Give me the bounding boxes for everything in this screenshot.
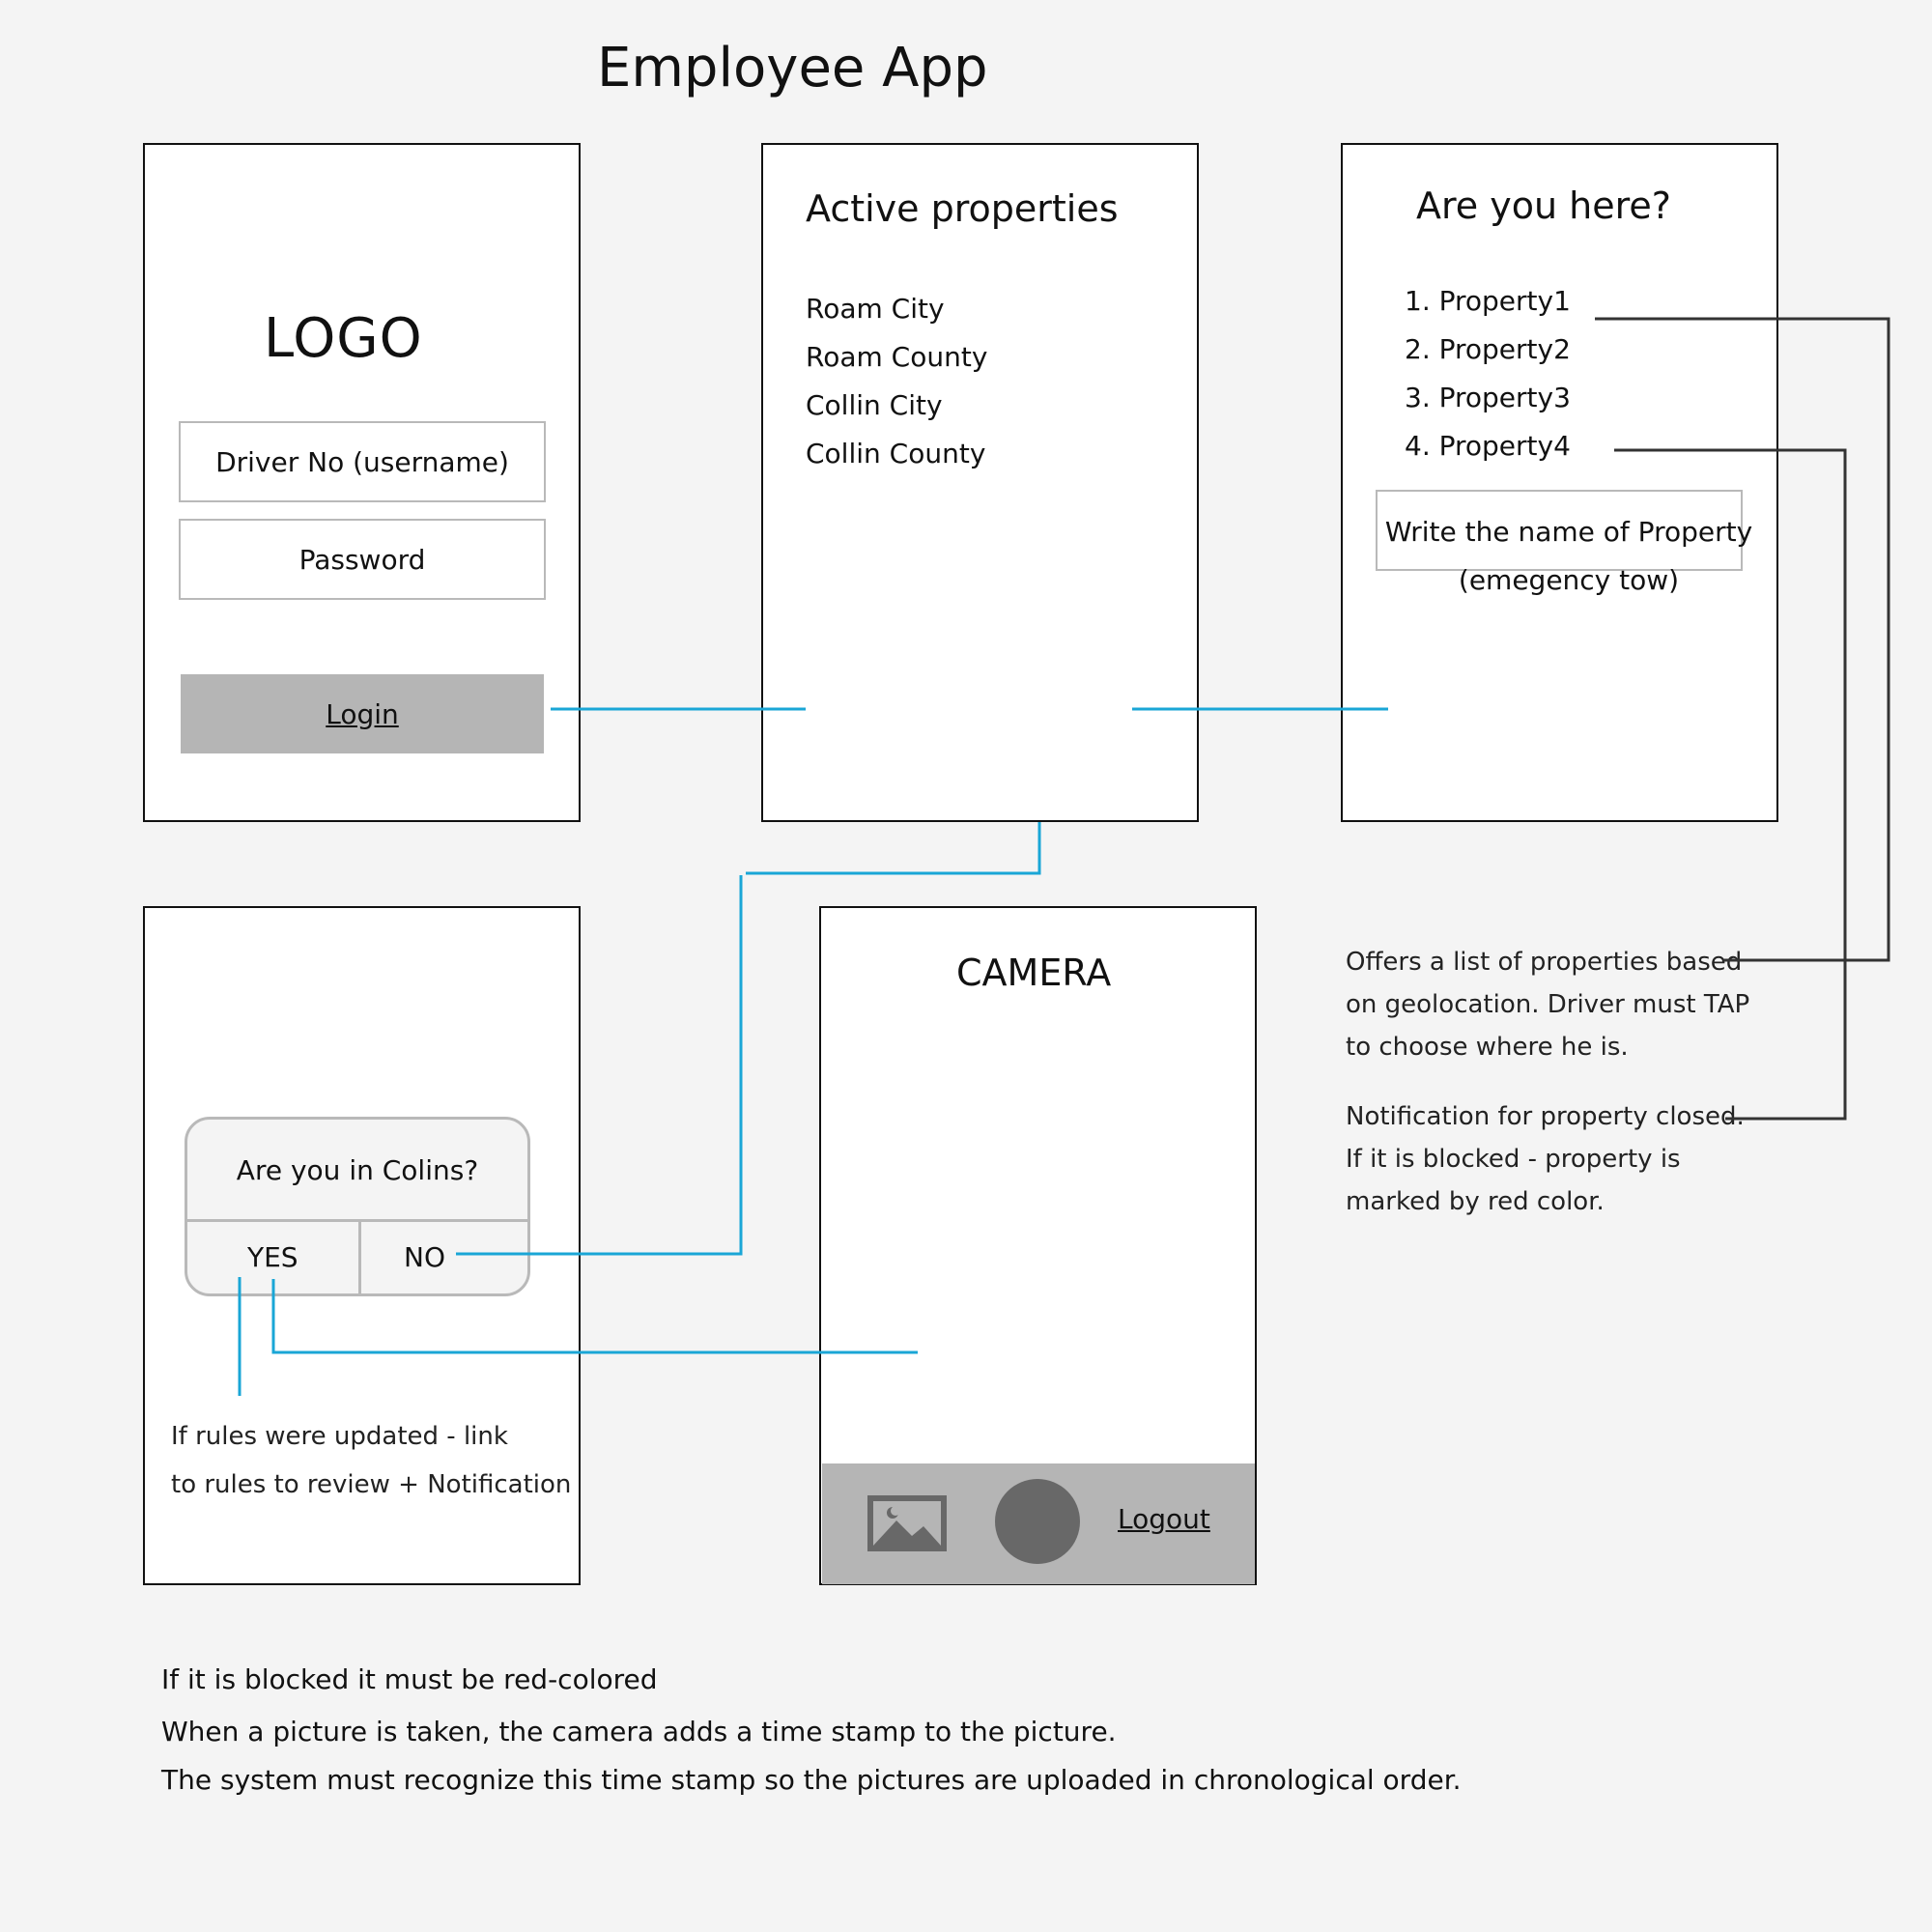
closed-line2: If it is blocked - property is <box>1346 1145 1681 1174</box>
property-closed-annotation: Notification for property closed. If it … <box>1346 1095 1745 1223</box>
yes-button[interactable]: YES <box>247 1241 298 1273</box>
property-name-placeholder: Write the name of Property (emegency tow… <box>1376 508 1762 605</box>
property-list-item[interactable]: Roam City <box>806 293 945 325</box>
dialog-button-divider <box>358 1219 361 1293</box>
shutter-button[interactable] <box>995 1479 1080 1564</box>
dialog-divider <box>187 1219 527 1222</box>
footer-note-timestamp: When a picture is taken, the camera adds… <box>161 1716 1117 1747</box>
logo: LOGO <box>264 307 423 370</box>
properties-to-dialog-connector <box>746 822 1041 875</box>
nearby-property-item[interactable]: 1. Property1 <box>1405 285 1571 317</box>
rules-note-line2: to rules to review + Notification <box>171 1470 572 1499</box>
active-properties-screen <box>761 143 1199 822</box>
active-properties-heading: Active properties <box>806 187 1119 230</box>
rules-note-line1: If rules were updated - link <box>171 1422 508 1451</box>
geolocation-annotation: Offers a list of properties based on geo… <box>1346 941 1749 1068</box>
username-placeholder: Driver No (username) <box>215 445 509 478</box>
geolocation-line3: to choose where he is. <box>1346 1033 1629 1062</box>
camera-heading: CAMERA <box>956 952 1112 994</box>
property-list-item[interactable]: Collin City <box>806 389 943 421</box>
closed-line3: marked by red color. <box>1346 1187 1605 1216</box>
no-button[interactable]: NO <box>404 1241 445 1273</box>
image-icon[interactable] <box>866 1493 949 1553</box>
closed-line1: Notification for property closed. <box>1346 1102 1745 1131</box>
property-list-item[interactable]: Roam County <box>806 341 988 373</box>
footer-note-chronological: The system must recognize this time stam… <box>161 1764 1462 1796</box>
nearby-property-item[interactable]: 3. Property3 <box>1405 382 1571 413</box>
nearby-property-item[interactable]: 2. Property2 <box>1405 333 1571 365</box>
confirm-location-dialog: Are you in Colins? YES NO <box>185 1117 530 1296</box>
rules-update-note: If rules were updated - link to rules to… <box>171 1412 571 1509</box>
logout-link[interactable]: Logout <box>1118 1503 1210 1535</box>
are-you-here-screen <box>1341 143 1778 822</box>
property-name-placeholder-line2: (emegency tow) <box>1458 564 1680 596</box>
property-list-item[interactable]: Collin County <box>806 438 986 469</box>
password-placeholder: Password <box>298 543 426 576</box>
nearby-property-item[interactable]: 4. Property4 <box>1405 430 1571 462</box>
password-input[interactable]: Password <box>179 519 546 600</box>
footer-note-blocked: If it is blocked it must be red-colored <box>161 1663 658 1695</box>
diagram-title: Employee App <box>597 37 988 99</box>
login-button-label: Login <box>326 697 399 730</box>
geolocation-line1: Offers a list of properties based <box>1346 948 1743 977</box>
geolocation-line2: on geolocation. Driver must TAP <box>1346 990 1750 1019</box>
username-input[interactable]: Driver No (username) <box>179 421 546 502</box>
property-name-placeholder-line1: Write the name of Property <box>1384 516 1753 548</box>
are-you-here-heading: Are you here? <box>1416 185 1671 227</box>
dialog-question: Are you in Colins? <box>236 1154 479 1186</box>
login-button[interactable]: Login <box>181 674 544 753</box>
